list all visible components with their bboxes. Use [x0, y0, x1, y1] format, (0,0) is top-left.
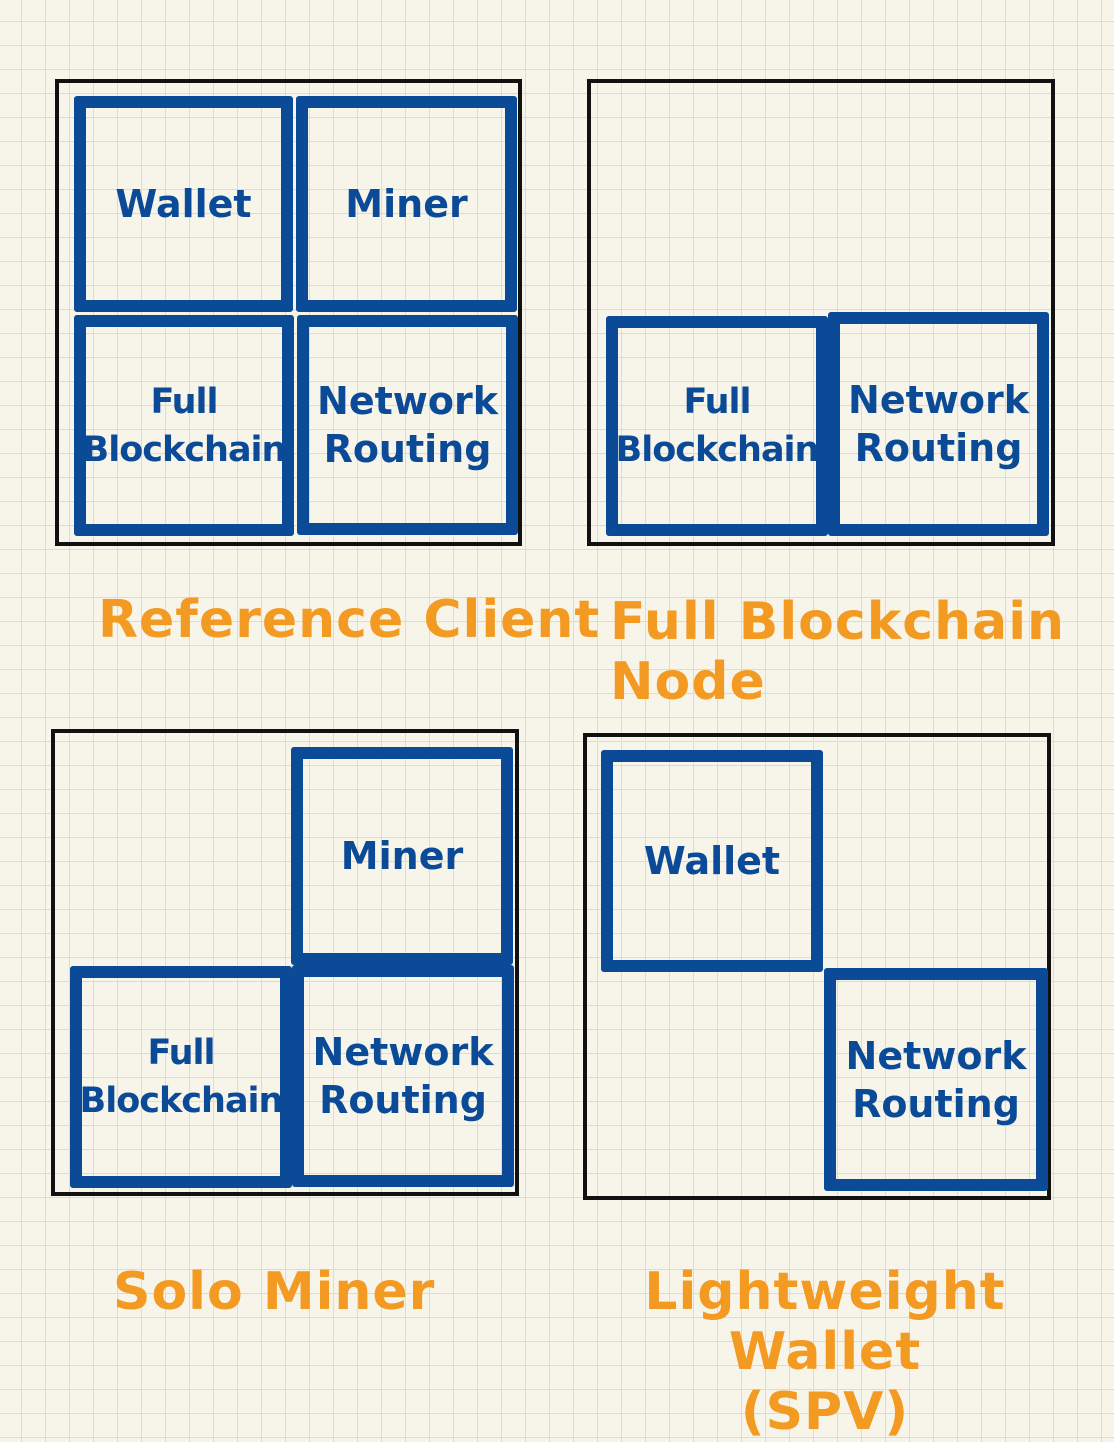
wallet-box: Wallet — [601, 750, 823, 972]
wallet-box: Wallet — [74, 96, 293, 312]
full-blockchain-label: Full Blockchain — [79, 1033, 284, 1121]
reference-client-caption: Reference Client — [98, 590, 601, 650]
solo-miner-panel: Miner Full Blockchain Network Routing — [51, 729, 519, 1196]
network-routing-label: Network Routing — [848, 378, 1029, 470]
network-routing-label: Network Routing — [845, 1033, 1027, 1126]
full-blockchain-label: Full Blockchain — [82, 381, 287, 470]
full-blockchain-node-panel: Full Blockchain Network Routing — [587, 79, 1055, 546]
solo-miner-caption: Solo Miner — [113, 1262, 436, 1322]
network-routing-box: Network Routing — [292, 965, 514, 1187]
miner-label: Miner — [345, 182, 468, 226]
miner-box: Miner — [296, 96, 517, 312]
network-routing-box: Network Routing — [297, 315, 518, 535]
network-routing-label: Network Routing — [312, 1030, 494, 1122]
miner-label: Miner — [340, 834, 464, 878]
wallet-label: Wallet — [643, 839, 781, 883]
network-routing-box: Network Routing — [828, 312, 1049, 536]
network-routing-label: Network Routing — [317, 379, 498, 471]
reference-client-panel: Wallet Miner Full Blockchain Network Rou… — [55, 79, 522, 546]
full-blockchain-box: Full Blockchain — [74, 315, 294, 536]
lightweight-wallet-panel: Wallet Network Routing — [583, 733, 1051, 1200]
full-blockchain-node-caption: Full Blockchain Node — [610, 592, 1066, 712]
wallet-label: Wallet — [115, 182, 252, 226]
full-blockchain-box: Full Blockchain — [70, 966, 292, 1188]
network-routing-box: Network Routing — [824, 968, 1048, 1191]
lightweight-wallet-caption: Lightweight Wallet (SPV) — [644, 1262, 1006, 1442]
full-blockchain-label: Full Blockchain — [615, 382, 820, 470]
full-blockchain-box: Full Blockchain — [606, 316, 828, 536]
miner-box: Miner — [291, 747, 513, 965]
